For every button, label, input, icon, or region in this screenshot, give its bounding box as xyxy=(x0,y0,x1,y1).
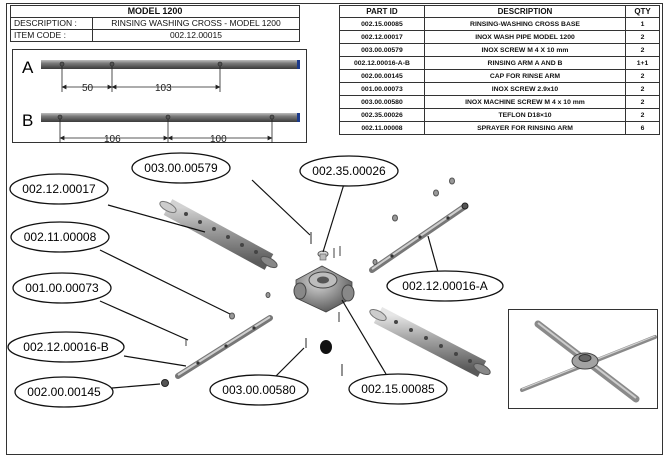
callout-002-35-00026: 002.35.00026 xyxy=(312,164,386,178)
title-block: MODEL 1200 DESCRIPTION : RINSING WASHING… xyxy=(10,5,301,42)
dimension-a-1: 50 xyxy=(82,83,94,94)
leader-line xyxy=(251,179,311,236)
callout-bubble xyxy=(386,270,504,302)
callouts: 002.12.00017 003.00.00579 002.35.00026 0… xyxy=(7,152,504,408)
callout-bubble xyxy=(209,374,309,406)
leader-line xyxy=(107,204,206,233)
callout-003-00-00580: 003.00.00580 xyxy=(222,383,296,397)
callout-bubble xyxy=(10,221,110,253)
callout-bubble xyxy=(12,272,112,304)
dimension-a-2: 103 xyxy=(155,83,172,94)
leader-line xyxy=(322,183,345,253)
assembled-hub-top xyxy=(578,354,592,362)
arm-a-pipe xyxy=(41,60,299,69)
callout-002-15-00085: 002.15.00085 xyxy=(361,382,435,396)
callout-bubble xyxy=(348,373,448,405)
small-screws xyxy=(185,232,343,376)
callout-003-00-00579: 003.00.00579 xyxy=(144,161,218,175)
dimension-b-2: 100 xyxy=(210,134,227,145)
item-code-label: ITEM CODE : xyxy=(10,29,93,42)
part-description-cell: SPRAYER FOR RINSING ARM xyxy=(423,121,627,135)
callout-bubble xyxy=(14,376,114,408)
callout-bubble xyxy=(7,331,125,363)
caps-and-sprayers xyxy=(161,177,469,387)
arm-b-label: B xyxy=(22,111,33,130)
wash-pipe-upper xyxy=(159,199,278,270)
callout-002-12-00017: 002.12.00017 xyxy=(22,182,96,196)
leader-line xyxy=(111,383,161,389)
arm-a-end-cap xyxy=(297,60,300,69)
pipe-dimension-panel xyxy=(12,49,307,143)
callout-bubble xyxy=(299,155,399,187)
callout-bubble xyxy=(131,152,231,184)
rinsing-arm-a xyxy=(369,204,467,273)
callout-002-12-00016-b: 002.12.00016-B xyxy=(23,340,108,354)
leader-line xyxy=(99,249,231,315)
leader-line xyxy=(123,355,187,367)
part-qty-cell: 6 xyxy=(625,121,660,135)
arm-a-label: A xyxy=(22,58,34,77)
arm-b-end-cap xyxy=(297,113,300,122)
drawing-frame xyxy=(6,3,663,455)
item-code-value: 002.12.00015 xyxy=(91,29,301,42)
leader-line xyxy=(427,235,439,273)
callout-002-12-00016-a: 002.12.00016-A xyxy=(402,279,487,293)
parts-table-header: PART ID DESCRIPTION QTY xyxy=(339,5,660,18)
leader-line xyxy=(275,347,305,377)
assembled-view-panel xyxy=(508,309,658,409)
teflon-ring xyxy=(317,250,329,261)
callout-bubble xyxy=(9,173,109,205)
cross-base-hub xyxy=(293,265,355,322)
callout-002-11-00008: 002.11.00008 xyxy=(24,230,97,244)
callout-001-00-00073: 001.00.00073 xyxy=(25,281,99,295)
dimension-b-1: 106 xyxy=(104,134,121,145)
leader-line xyxy=(341,299,387,375)
leader-line xyxy=(99,300,189,341)
callout-002-00-00145: 002.00.00145 xyxy=(27,385,101,399)
wash-pipe-lower xyxy=(369,307,491,377)
rinsing-arm-b xyxy=(175,315,273,379)
